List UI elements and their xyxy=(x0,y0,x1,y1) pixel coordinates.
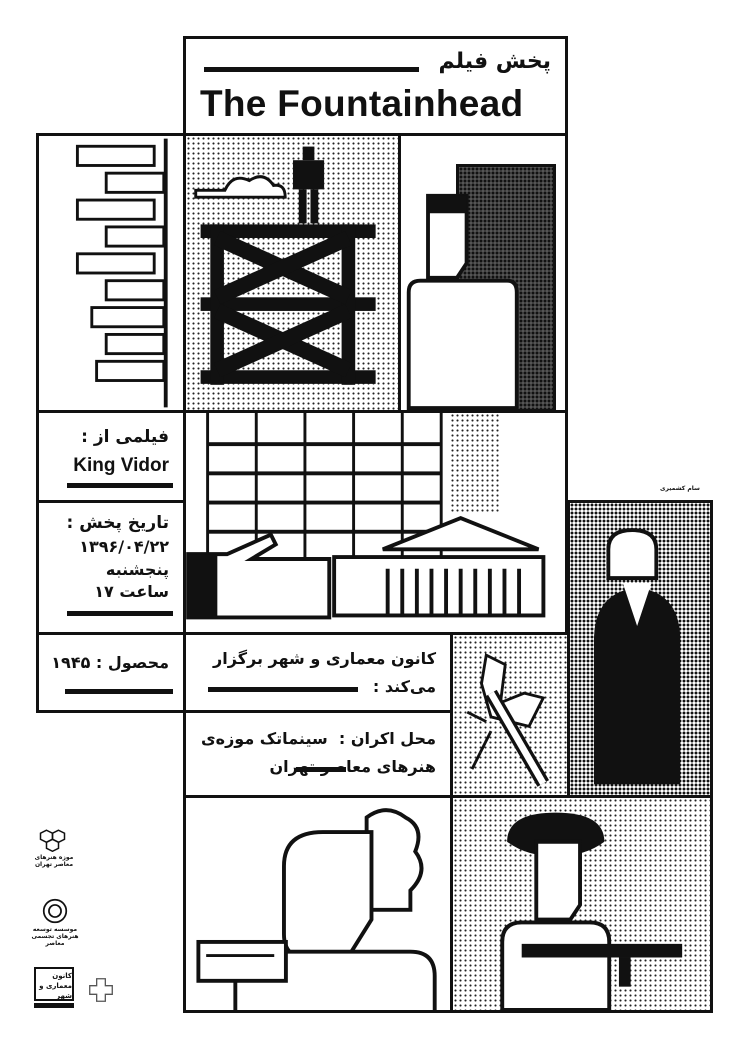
logo-tehran-museum-contemporary-art: موزه هنرهای معاصر تهران xyxy=(30,828,78,868)
scaffolding-worker-illustration xyxy=(194,146,376,385)
production-label: محصول : ۱۹۴۵ xyxy=(51,653,169,672)
day-value: پنجشنبه xyxy=(105,560,169,579)
organizer-line2: می‌کند : xyxy=(372,677,436,696)
buildings-handshake-illustration xyxy=(186,413,546,620)
director-name: King Vidor xyxy=(73,455,169,476)
brick-wall-illustration xyxy=(75,138,168,408)
logo-contemporary-arts-institute: موسسه توسعه هنرهای تجسمی معاصر xyxy=(30,898,80,947)
production-year-box: محصول : ۱۹۴۵ xyxy=(36,632,186,713)
hat-man-panel xyxy=(450,795,713,1013)
date-label: تاریخ پخش : xyxy=(66,513,170,533)
logo-text: کانون معماری و شهر xyxy=(34,967,74,1001)
venue-line1: محل اکران : سینماتک موزه‌ی xyxy=(200,729,436,748)
organizer-box: کانون معماری و شهر برگزار می‌کند : xyxy=(183,632,453,713)
venue-rule xyxy=(296,767,346,772)
flower-logo-icon xyxy=(42,898,68,924)
logo-underbar xyxy=(34,1003,74,1008)
woman-illustration xyxy=(593,528,681,785)
map-ruler-illustration xyxy=(466,653,550,787)
curly-hair-man-illustration xyxy=(196,808,437,1010)
director-rule xyxy=(67,483,173,488)
production-rule xyxy=(65,689,173,694)
designer-signature: سام کشمیری xyxy=(660,485,700,492)
logo-caption: موزه هنرهای معاصر تهران xyxy=(34,854,74,868)
logo-kanoon-memari-va-shahr: کانون معماری و شهر xyxy=(34,967,74,1008)
hat-man-illustration xyxy=(500,812,683,1010)
title-box: پخش فیلم The Fountainhead xyxy=(183,36,568,136)
venue-line2: هنرهای معاصر تهران xyxy=(269,757,436,776)
brick-wall-panel xyxy=(36,133,186,413)
director-box: فیلمی از : King Vidor xyxy=(36,410,186,503)
title-rule xyxy=(204,67,419,72)
organizer-rule xyxy=(208,687,358,692)
building-panel xyxy=(183,410,568,635)
time-value: ساعت ۱۷ xyxy=(94,582,169,601)
screening-date-box: تاریخ پخش : ۱۳۹۶/۰۴/۲۲ پنجشنبه ساعت ۱۷ xyxy=(36,500,186,635)
curly-hair-man-panel xyxy=(183,795,453,1013)
director-label: فیلمی از : xyxy=(81,427,169,447)
architect-portrait-panel xyxy=(398,133,568,413)
architect-illustration xyxy=(406,193,519,410)
date-value: ۱۳۹۶/۰۴/۲۲ xyxy=(79,537,169,556)
organizer-line1: کانون معماری و شهر برگزار xyxy=(213,649,436,668)
venue-box: محل اکران : سینماتک موزه‌ی هنرهای معاصر … xyxy=(183,710,453,798)
cubes-logo-icon xyxy=(39,829,66,853)
film-title: The Fountainhead xyxy=(200,83,524,124)
date-rule xyxy=(67,611,173,616)
logo-caption: موسسه توسعه هنرهای تجسمی معاصر xyxy=(31,926,79,947)
map-panel xyxy=(450,632,570,798)
scaffolding-panel xyxy=(183,133,401,413)
cross-grid-logo-icon xyxy=(89,978,113,1002)
dotted-block xyxy=(450,413,500,513)
title-persian: پخش فیلم xyxy=(438,49,552,74)
woman-portrait-panel xyxy=(567,500,713,798)
